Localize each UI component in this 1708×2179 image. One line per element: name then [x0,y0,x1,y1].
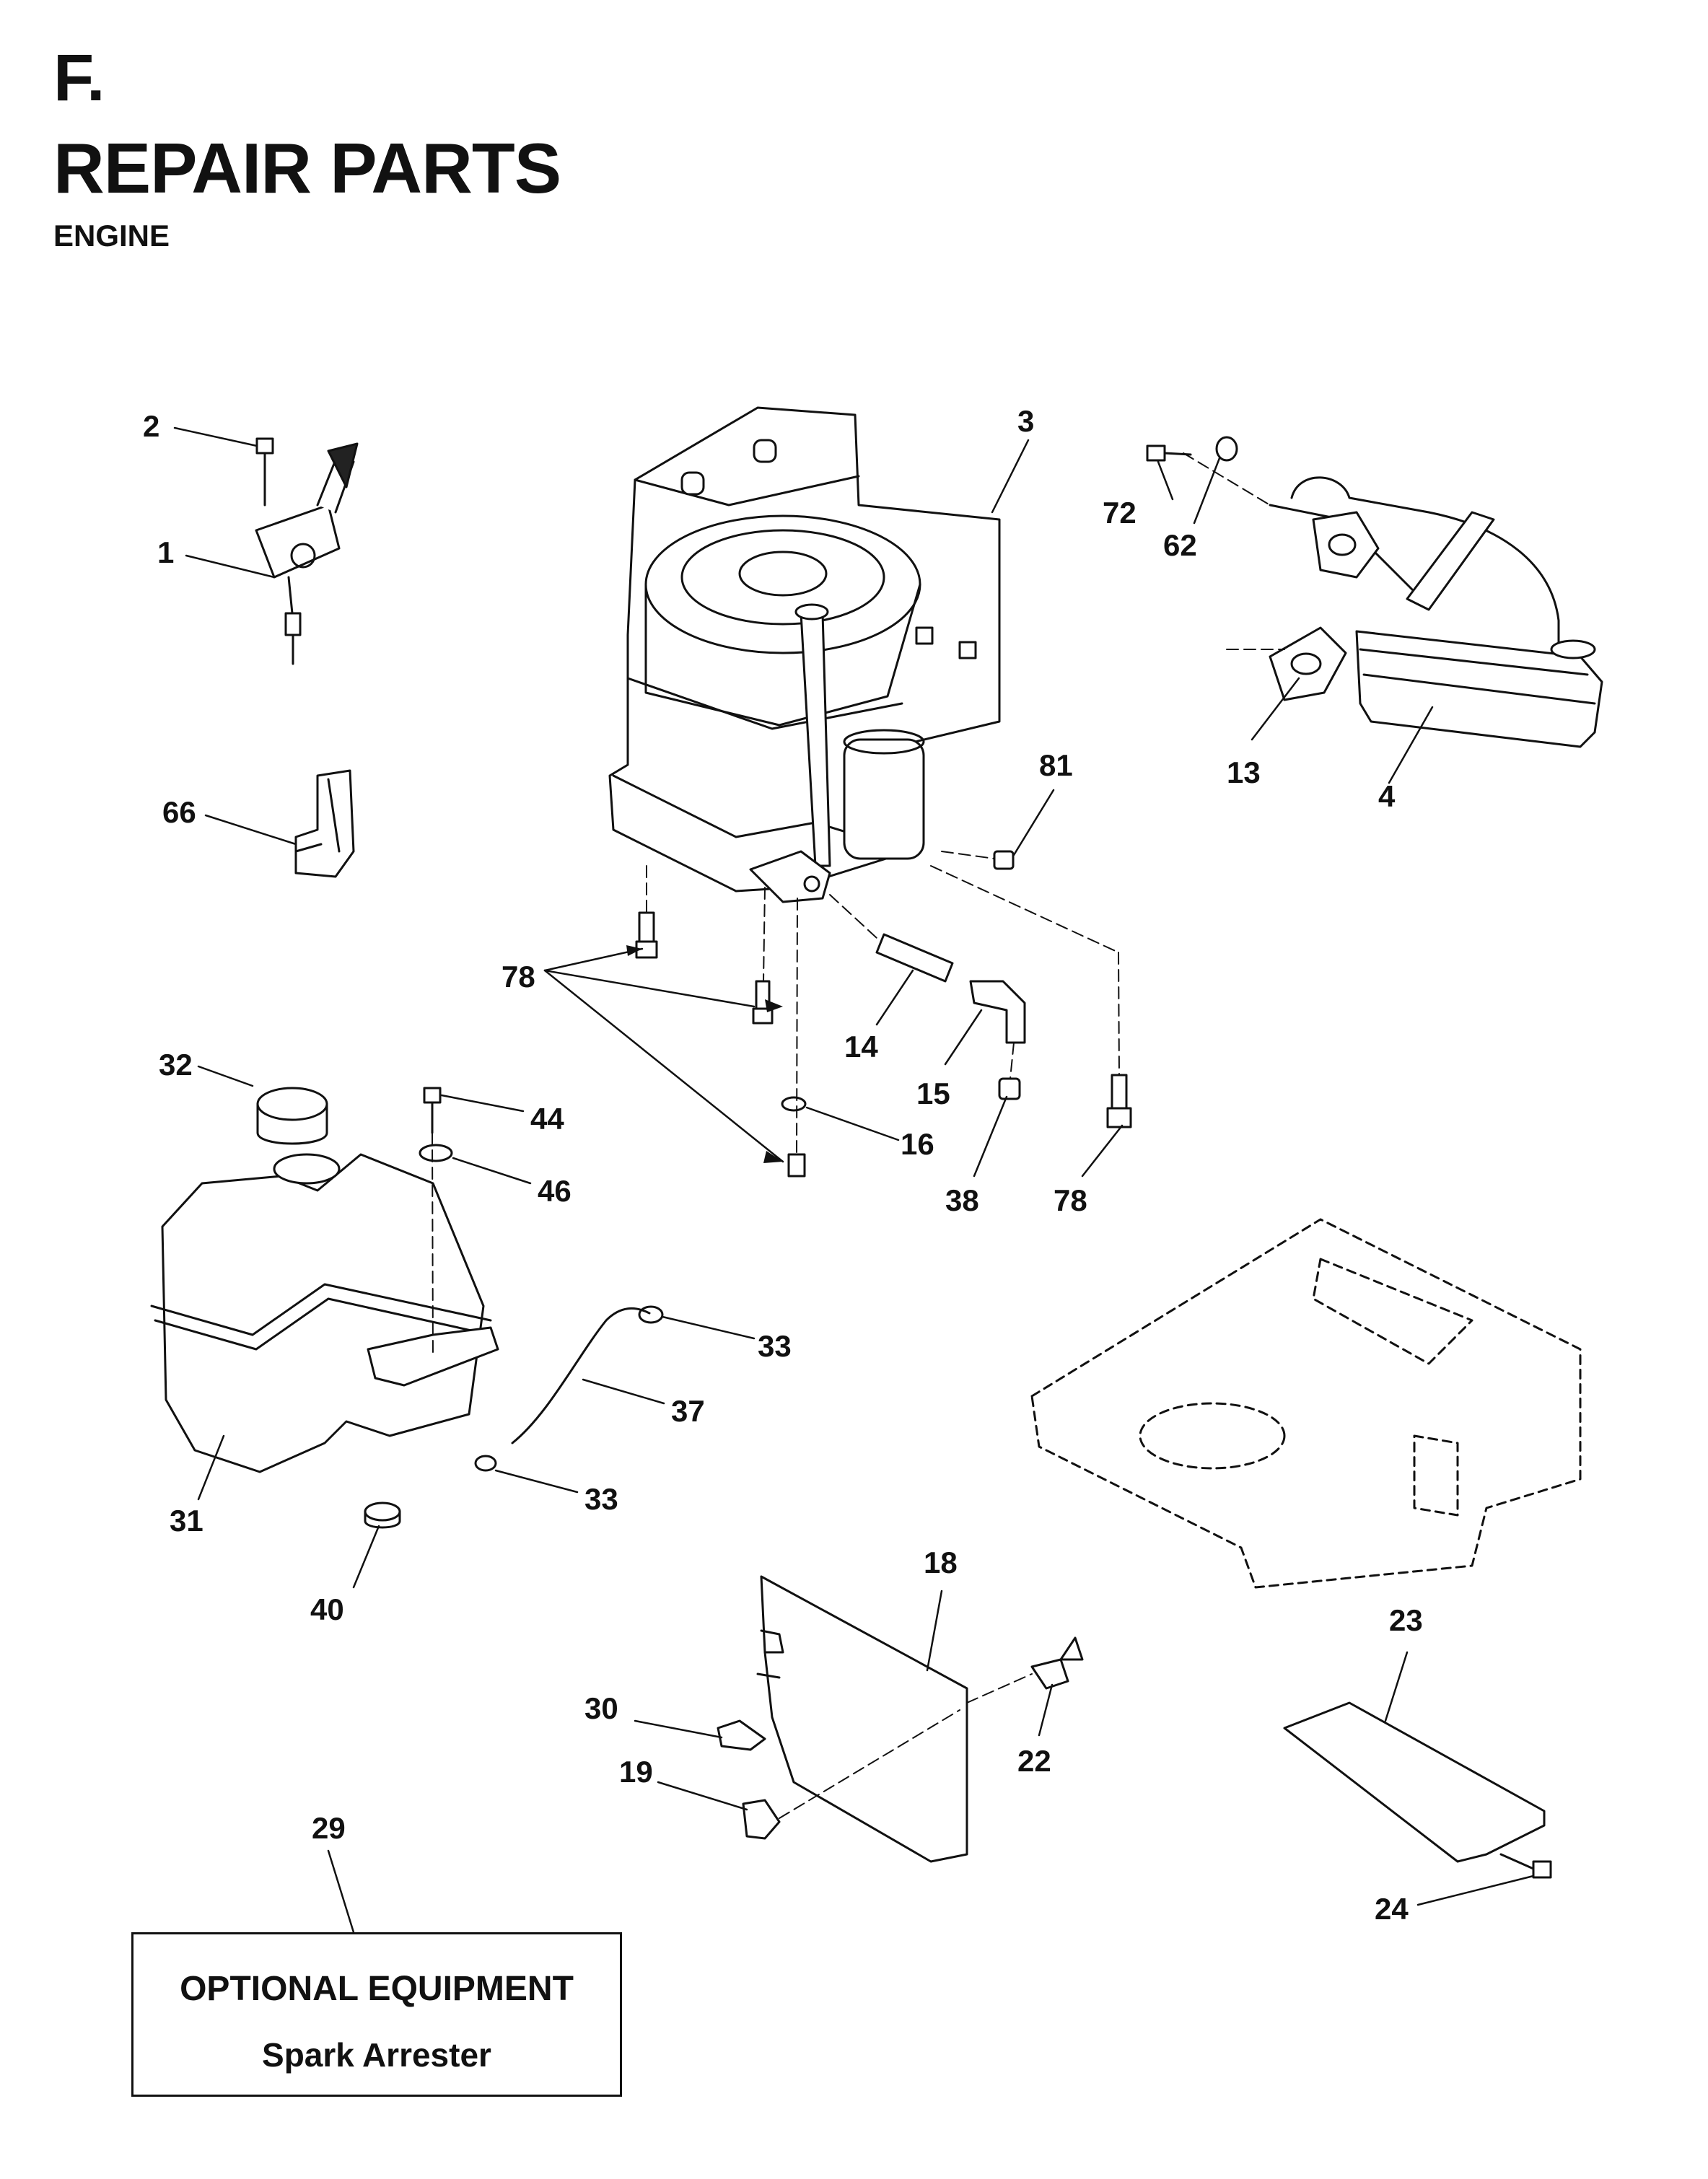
label-part-30: 30 [584,1691,618,1725]
label-part-81: 81 [1039,748,1073,782]
leader-lines [173,426,1535,1934]
part-62-washer [1215,436,1238,462]
part-19-clip [742,1799,781,1840]
label-part-33-top: 33 [758,1329,792,1363]
label-part-31: 31 [170,1504,203,1538]
part-38-nut [998,1077,1021,1100]
page-title: REPAIR PARTS [53,128,561,208]
label-part-62: 62 [1163,528,1197,562]
part-15-elbow [969,980,1026,1044]
part-14-nipple [875,933,954,983]
label-part-72: 72 [1103,496,1137,530]
label-part-33-bottom: 33 [584,1482,618,1516]
label-part-78-right: 78 [1054,1183,1087,1217]
part-2-screw [255,437,274,507]
label-part-78-left: 78 [502,960,535,994]
label-part-24: 24 [1375,1892,1409,1926]
label-part-37: 37 [671,1394,705,1428]
label-part-40: 40 [310,1592,344,1626]
part-81-nut [993,850,1015,870]
label-part-14: 14 [844,1030,878,1064]
part-22-wing-screw [1030,1636,1084,1690]
section-letter: F. [53,41,105,115]
label-part-16: 16 [901,1127,934,1161]
part-33-clamp-bottom [474,1455,497,1472]
part-31-fuel-tank [150,1153,499,1473]
label-part-46: 46 [538,1174,571,1208]
part-46-washer [419,1144,453,1162]
part-78-bolts [635,911,1132,1178]
label-part-3: 3 [1017,404,1034,438]
label-part-1: 1 [157,535,174,569]
label-part-19: 19 [619,1755,653,1789]
page-subtitle: ENGINE [53,219,170,253]
part-24-screw [1499,1853,1552,1879]
frame-outline [1030,1218,1582,1589]
label-part-23: 23 [1389,1603,1423,1637]
part-66-bracket [294,769,355,878]
part-23-plate [1283,1701,1546,1863]
label-part-22: 22 [1017,1744,1051,1778]
part-33-clamp-top [638,1305,664,1324]
optional-equipment-title: OPTIONAL EQUIPMENT [180,1970,574,2008]
label-part-29: 29 [312,1811,346,1845]
label-part-15: 15 [916,1077,950,1110]
label-part-2: 2 [143,409,159,443]
label-part-38: 38 [945,1183,979,1217]
label-part-4: 4 [1378,779,1396,813]
part-32-fuel-cap [256,1087,328,1145]
part-44-screw [423,1087,442,1134]
part-37-fuel-line [511,1307,651,1444]
optional-equipment-item: Spark Arrester [262,2036,491,2074]
part-13-gasket [1269,511,1380,701]
label-part-66: 66 [162,795,196,829]
label-part-18: 18 [924,1546,958,1579]
part-30-block [717,1719,766,1751]
part-labels: 2 1 3 72 62 13 4 66 81 78 14 15 16 38 78… [143,404,1423,1926]
label-part-44: 44 [530,1102,564,1136]
part-3-engine [608,406,1001,903]
part-1-throttle-control [255,442,359,665]
part-40-grommet [364,1501,401,1529]
label-part-32: 32 [159,1048,193,1082]
label-part-13: 13 [1227,755,1261,789]
assembly-lines [432,452,1285,1819]
optional-equipment-box: OPTIONAL EQUIPMENT Spark Arrester [131,1932,622,2097]
part-18-shield [756,1575,968,1863]
part-16-washer [781,1096,807,1112]
